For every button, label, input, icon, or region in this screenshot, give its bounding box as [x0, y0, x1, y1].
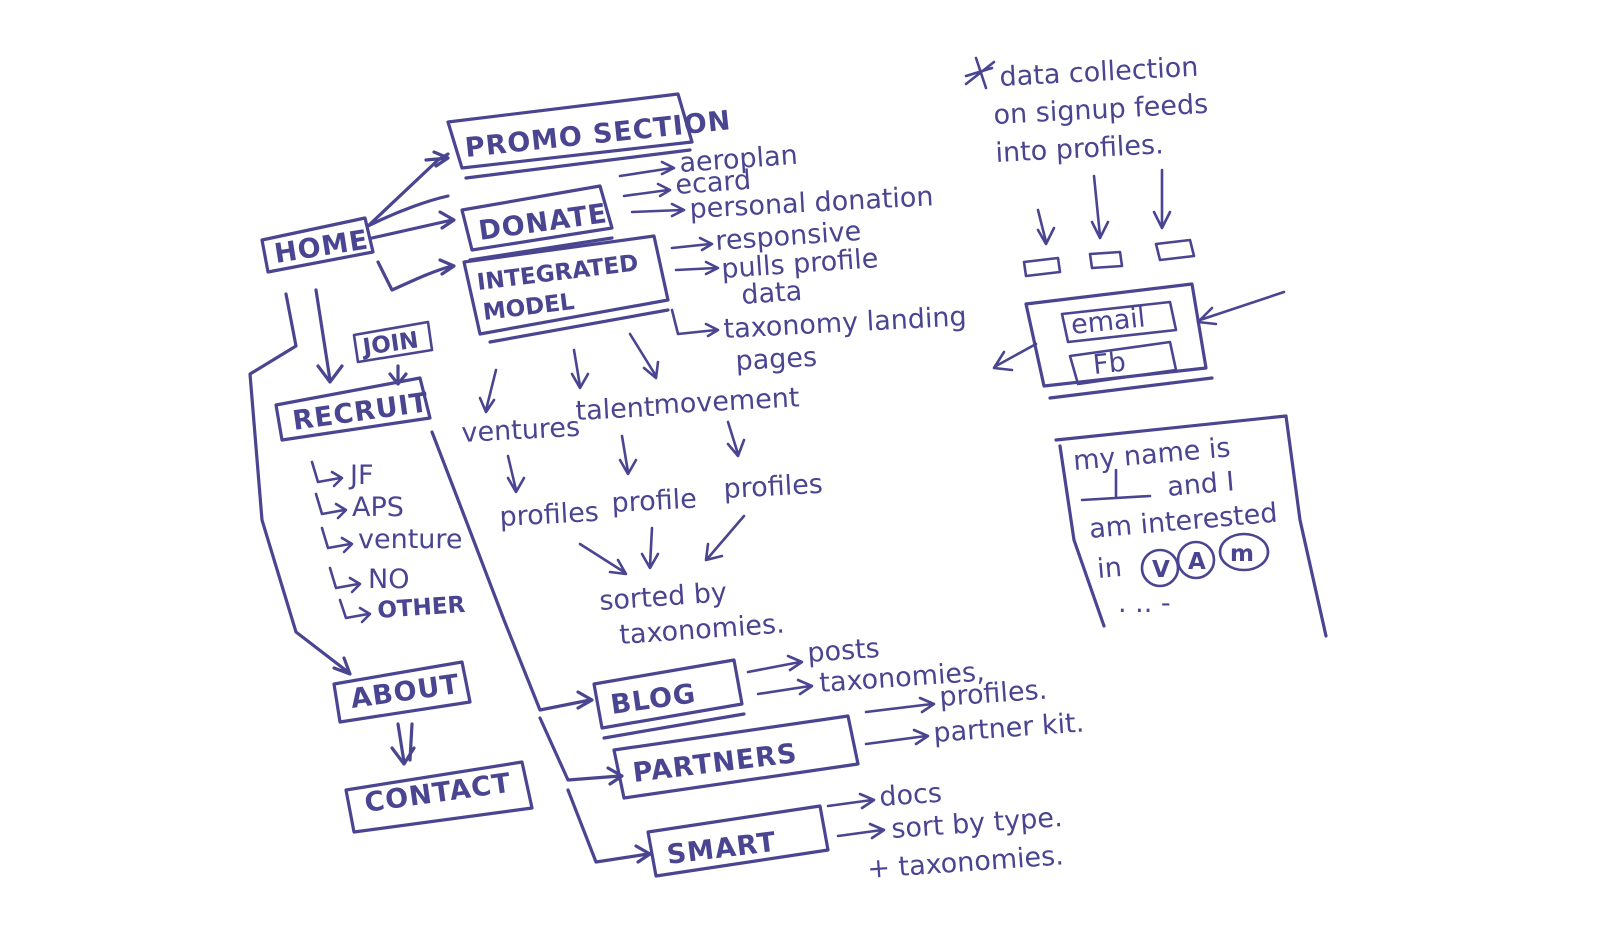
note-line2: on signup feeds [993, 89, 1209, 131]
profiles-label: profiles [499, 497, 600, 533]
profile-flow: ventures talent movement profiles profil… [461, 332, 824, 651]
home-connectors [248, 150, 652, 864]
recruit-item: JF [348, 460, 374, 491]
signup-slots [1022, 238, 1196, 278]
blog-item: posts [806, 633, 880, 669]
donate-box: DONATE [460, 184, 614, 262]
partners-item: partner kit. [932, 708, 1085, 749]
form-ellipsis: . .. - [1118, 588, 1171, 619]
blog-box: BLOG [592, 658, 746, 740]
recruit-list: JF APS venture NO OTHER [310, 460, 467, 624]
smart-box: SMART [646, 804, 830, 878]
partners-box: PARTNERS [612, 714, 860, 800]
form-line4: in [1096, 552, 1123, 585]
category-label: talent [575, 392, 655, 427]
signup-widget: email Fb [992, 282, 1286, 400]
category-label: ventures [461, 412, 581, 449]
recruit-box: RECRUIT [274, 376, 432, 442]
form-option: V [1152, 557, 1170, 583]
recruit-item: NO [368, 564, 409, 595]
profiles-label: profile [611, 484, 698, 519]
about-label: ABOUT [349, 669, 462, 715]
integrated-item-taxonomy-line2: pages [735, 342, 818, 377]
home-box: HOME [260, 216, 375, 274]
form-line3: am interested [1088, 498, 1279, 545]
sorted-line2: taxonomies. [618, 609, 785, 651]
interest-form: my name is and I am interested in V A m … [1054, 414, 1328, 638]
email-field-label: email [1069, 302, 1146, 341]
form-option: m [1230, 541, 1254, 567]
category-label: movement [653, 382, 800, 421]
integrated-item-pulls-line2: data [740, 276, 803, 311]
data-collection-note: data collection on signup feeds into pro… [964, 52, 1209, 246]
form-line2: and I [1166, 466, 1236, 503]
smart-item: docs [878, 778, 943, 813]
blog-list: posts taxonomies, profiles. [746, 633, 1048, 714]
integrated-model-box: INTEGRATED MODEL [462, 234, 670, 344]
note-line1: data collection [999, 52, 1199, 93]
form-option: A [1188, 549, 1206, 575]
sorted-line1: sorted by [598, 577, 728, 617]
fb-button-label: Fb [1091, 347, 1127, 381]
smart-list: docs sort by type. + taxonomies. [826, 778, 1065, 885]
note-line3: into profiles. [995, 129, 1165, 169]
donate-item: ecard [674, 165, 752, 201]
contact-box: CONTACT [344, 760, 534, 834]
smart-label: SMART [665, 827, 778, 871]
smart-item: + taxonomies. [866, 840, 1064, 885]
join-box: JOIN [352, 320, 434, 364]
integrated-list: responsive pulls profile data taxonomy l… [670, 216, 967, 377]
about-box: ABOUT [332, 660, 472, 724]
blog-item: profiles. [938, 675, 1048, 713]
partners-label: PARTNERS [631, 738, 799, 789]
profiles-label: profiles [723, 469, 824, 505]
recruit-item: OTHER [377, 592, 467, 624]
recruit-item: venture [358, 524, 463, 555]
partners-list: partner kit. [864, 708, 1085, 749]
recruit-item: APS [352, 492, 404, 523]
